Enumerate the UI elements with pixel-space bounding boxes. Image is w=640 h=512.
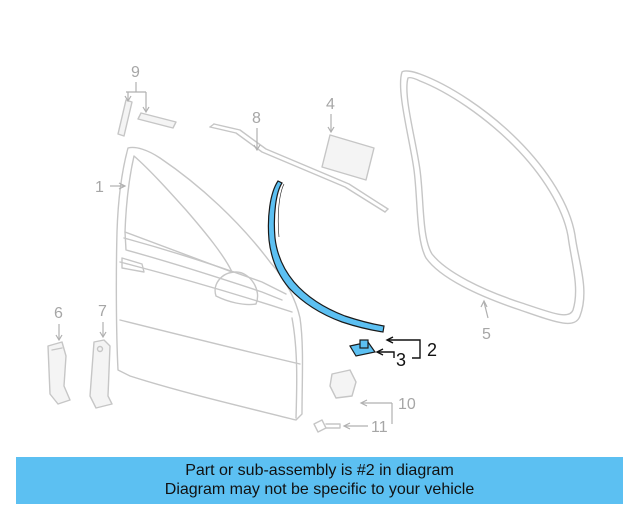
- callout-5: 5: [482, 326, 491, 343]
- callout-11: 11: [371, 419, 388, 436]
- part-4-applique: [321, 114, 375, 181]
- part-2-seal-highlighted: [267, 180, 421, 359]
- callout-1: 1: [95, 179, 104, 196]
- part-10-striker: [329, 369, 393, 424]
- callout-6: 6: [54, 305, 63, 322]
- part-5-door-weatherstrip: [399, 70, 585, 325]
- callout-10: 10: [398, 396, 416, 413]
- part-6-pillar-trim: [47, 324, 71, 405]
- callout-2: 2: [427, 340, 437, 360]
- info-banner: Part or sub-assembly is #2 in diagram Di…: [16, 457, 623, 504]
- part-11-bolt: [313, 419, 368, 433]
- callout-3: 3: [396, 350, 406, 370]
- banner-line-1: Part or sub-assembly is #2 in diagram: [185, 462, 454, 479]
- part-3-clip: [349, 339, 395, 358]
- part-7-pillar-trim: [89, 322, 113, 409]
- callout-4: 4: [326, 96, 335, 113]
- part-8-belt-molding: [209, 123, 389, 213]
- part-9-trim-pieces: [117, 82, 177, 137]
- callout-7: 7: [98, 303, 107, 320]
- part-1-door-shell: [110, 146, 304, 421]
- banner-line-2: Diagram may not be specific to your vehi…: [164, 481, 475, 498]
- callout-9: 9: [131, 64, 140, 81]
- callout-8: 8: [252, 110, 261, 127]
